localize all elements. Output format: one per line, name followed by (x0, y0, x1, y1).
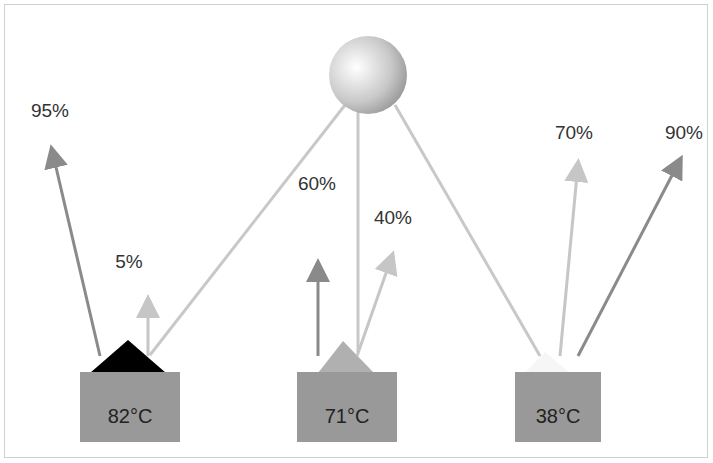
temperature-text: 71°C (325, 387, 370, 428)
sun (329, 36, 407, 114)
temperature-text: 38°C (536, 387, 581, 428)
percent-label: 90% (665, 122, 703, 144)
black-roof (90, 340, 166, 373)
percent-label: 5% (115, 251, 142, 273)
percent-label: 95% (31, 100, 69, 122)
percent-label: 60% (298, 173, 336, 195)
house-box: 71°C (297, 372, 397, 442)
sun-rays (150, 105, 540, 356)
emission-arrows (52, 150, 680, 356)
white-roof (525, 352, 570, 373)
percent-label: 70% (555, 122, 593, 144)
house-box: 82°C (80, 372, 180, 442)
house-box: 38°C (515, 372, 601, 442)
frame (5, 5, 708, 458)
reflection-arrows (148, 164, 578, 356)
grey-roof (318, 341, 374, 373)
temperature-text: 82°C (108, 387, 153, 428)
percent-label: 40% (374, 207, 412, 229)
